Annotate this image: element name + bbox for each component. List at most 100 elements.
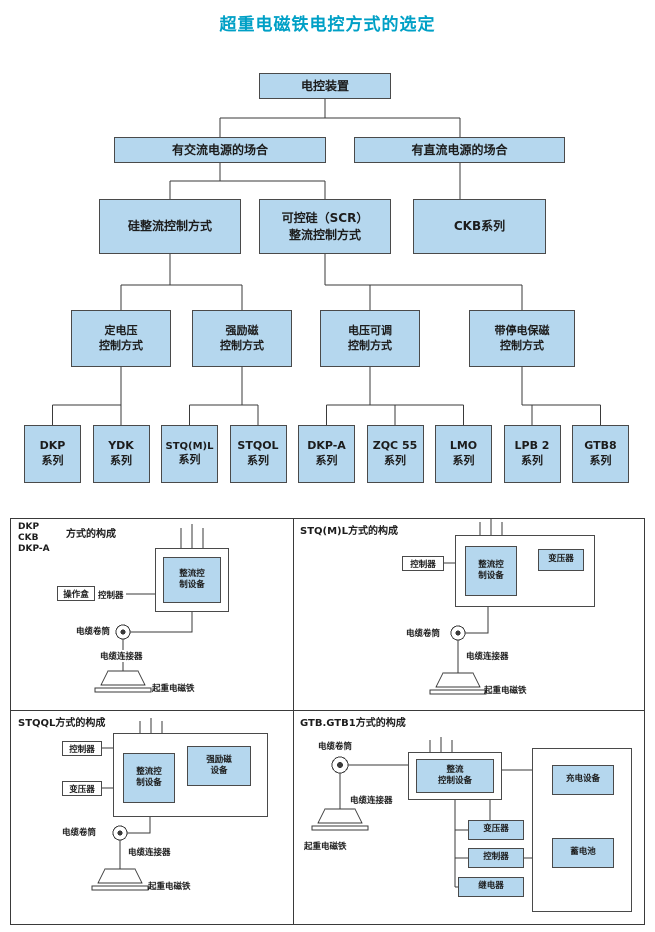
panel2-controller-box: 控制器 (402, 556, 444, 571)
panel4-relay: 继电器 (458, 877, 524, 897)
node-constant-voltage: 定电压 控制方式 (71, 310, 171, 367)
node-label: 定电压 (104, 323, 138, 337)
node-label: 控制方式 (99, 338, 143, 352)
panel4-transformer: 变压器 (468, 820, 524, 840)
node-label: 系列 (247, 454, 269, 467)
operator-box-label: 操作盒 (63, 589, 89, 600)
node-label: 硅整流控制方式 (127, 219, 212, 234)
node-series-gtb8: GTB8 系列 (572, 425, 629, 483)
panel3-cable-connector-label: 电缆连接器 (128, 848, 171, 858)
panel4-rectifier-equipment: 整流 控制设备 (416, 759, 494, 793)
panel1-magnet-label: 起重电磁铁 (152, 684, 195, 694)
panel1-title-suffix: 方式的构成 (66, 529, 116, 540)
node-label: 控制方式 (348, 338, 392, 352)
node-label: 整流控制方式 (288, 227, 361, 242)
node-label: CKB系列 (453, 219, 506, 234)
node-label: 系列 (384, 454, 406, 467)
node-ckb-series: CKB系列 (413, 199, 546, 254)
equipment-label: 制设备 (179, 580, 205, 590)
equipment-label: 蓄电池 (570, 847, 596, 858)
node-label: 系列 (589, 454, 612, 467)
equipment-label: 控制器 (483, 852, 509, 863)
node-series-dkpa: DKP-A 系列 (298, 425, 355, 483)
page-title: 超重电磁铁电控方式的选定 (219, 15, 436, 35)
node-scr-rectifier: 可控硅（SCR） 整流控制方式 (259, 199, 391, 254)
equipment-label: 变压器 (548, 554, 574, 565)
panel4-charger: 充电设备 (552, 765, 614, 795)
node-label: 系列 (110, 454, 132, 467)
panel2-magnet-label: 起重电磁铁 (484, 686, 527, 696)
node-label: DKP (39, 439, 66, 453)
node-root: 电控装置 (259, 73, 391, 99)
node-label: 系列 (178, 453, 201, 467)
node-label: GTB8 (584, 439, 617, 453)
node-label: 有交流电源的场合 (171, 142, 268, 157)
panel1-cable-reel-label: 电缆卷筒 (76, 627, 111, 637)
node-label: STQ(M)L (165, 440, 214, 452)
equipment-label: 整流 (446, 764, 464, 775)
panel2-title: STQ(M)L方式的构成 (300, 526, 398, 537)
node-series-lmo: LMO 系列 (435, 425, 492, 483)
node-adjustable-voltage: 电压可调 控制方式 (320, 310, 420, 367)
node-label: 系列 (41, 454, 64, 467)
equipment-label: 制设备 (478, 571, 504, 581)
panel3-title: STQQL方式的构成 (18, 718, 106, 729)
node-label: 带停电保磁 (494, 323, 550, 337)
node-label: YDK (108, 439, 134, 453)
equipment-label: 整流控 (179, 568, 205, 579)
equipment-label: 继电器 (478, 881, 504, 892)
panel1-rectifier-equipment: 整流控 制设备 (163, 557, 221, 603)
model-name: CKB (18, 533, 39, 543)
controller-label: 控制器 (69, 744, 95, 755)
panel1-cable-connector-label: 电缆连接器 (98, 650, 145, 662)
equipment-label: 变压器 (483, 824, 509, 835)
node-label: ZQC 55 (372, 439, 418, 453)
node-series-stqml: STQ(M)L 系列 (161, 425, 218, 483)
panel4-magnet-label: 起重电磁铁 (304, 842, 347, 852)
node-silicon-rectifier: 硅整流控制方式 (99, 199, 241, 254)
panel2-cable-reel-label: 电缆卷筒 (406, 629, 441, 639)
panel1-operator-box: 操作盒 (57, 586, 95, 601)
node-series-lpb2: LPB 2 系列 (503, 425, 561, 483)
node-ac-power: 有交流电源的场合 (114, 137, 326, 163)
equipment-label: 强励磁 (206, 754, 232, 765)
panel3-cable-reel-label: 电缆卷筒 (62, 828, 97, 838)
node-label: 系列 (315, 454, 338, 467)
node-series-zqc55: ZQC 55 系列 (366, 425, 424, 483)
panel1-controller-label: 控制器 (98, 591, 124, 601)
node-label: 电控装置 (300, 78, 349, 93)
panel3-magnet-label: 起重电磁铁 (148, 882, 191, 892)
panel4-cable-connector-label: 电缆连接器 (350, 796, 393, 806)
node-poweroff-retention: 带停电保磁 控制方式 (469, 310, 575, 367)
equipment-label: 设备 (210, 766, 228, 776)
panel1-model-list: DKP CKB DKP-A (18, 522, 50, 555)
node-label: 控制方式 (500, 338, 544, 352)
panel4-battery: 蓄电池 (552, 838, 614, 868)
equipment-label: 控制设备 (437, 776, 472, 786)
node-dc-power: 有直流电源的场合 (354, 137, 565, 163)
node-strong-excitation: 强励磁 控制方式 (192, 310, 292, 367)
panel3-rectifier-equipment: 整流控 制设备 (123, 753, 175, 803)
controller-label: 控制器 (410, 559, 436, 570)
node-series-ydk: YDK 系列 (92, 425, 150, 483)
equipment-label: 整流控 (478, 559, 504, 570)
node-label: 系列 (521, 454, 543, 467)
panel4-controller: 控制器 (468, 848, 524, 868)
node-label: 控制方式 (220, 338, 264, 352)
node-label: 电压可调 (348, 323, 392, 337)
panel3-controller-box: 控制器 (62, 741, 102, 756)
node-label: STQOL (237, 439, 279, 453)
panel4-cable-reel-label: 电缆卷筒 (318, 742, 353, 752)
node-label: 系列 (452, 454, 475, 467)
panel3-transformer-box: 变压器 (62, 781, 102, 796)
node-label: 可控硅（SCR） (281, 211, 369, 226)
panel3-excitation-equipment: 强励磁 设备 (187, 746, 251, 786)
panel2-rectifier-equipment: 整流控 制设备 (465, 546, 517, 596)
panel2-transformer: 变压器 (538, 549, 584, 571)
node-label: 有直流电源的场合 (411, 142, 508, 157)
node-label: LMO (449, 439, 478, 453)
equipment-label: 整流控 (136, 766, 162, 777)
panel2-cable-connector-label: 电缆连接器 (466, 652, 509, 662)
equipment-label: 充电设备 (565, 774, 600, 785)
